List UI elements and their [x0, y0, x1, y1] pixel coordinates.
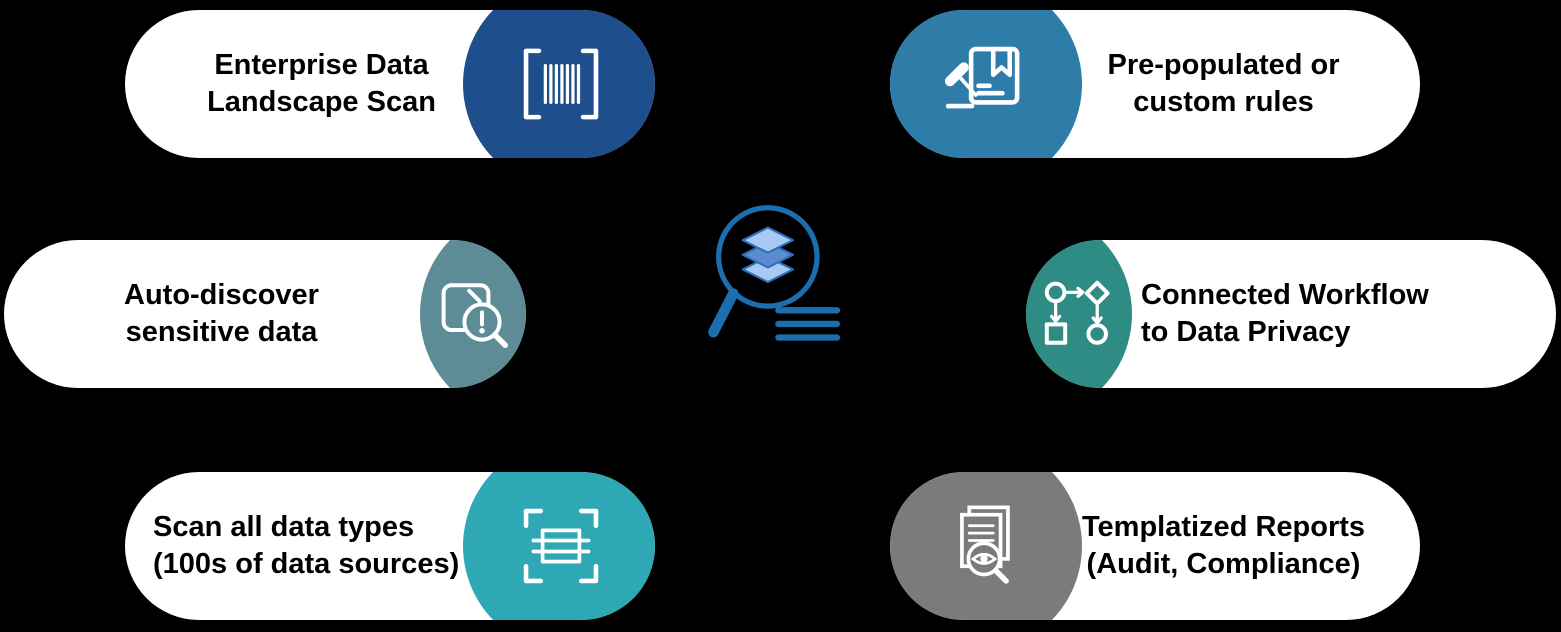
- pill-label-line1: Scan all data types: [153, 511, 415, 543]
- pill-label-line1: Connected Workflow: [1141, 279, 1429, 311]
- pill-accent-circle: [1026, 240, 1132, 388]
- pill-label-line1: Auto-discover: [124, 279, 319, 311]
- scan-frame-icon: [515, 500, 607, 592]
- templatized-report-icon: [938, 500, 1030, 592]
- pill-label-line1: Pre-populated or: [1107, 49, 1340, 81]
- pill-label: Scan all data types (100s of data source…: [125, 472, 655, 620]
- pill-label-line1: Templatized Reports: [1081, 511, 1366, 543]
- pill-label: Templatized Reports (Audit, Compliance): [890, 472, 1420, 620]
- barcode-icon: [515, 38, 607, 130]
- pill-label: Connected Workflow to Data Privacy: [1026, 240, 1556, 388]
- pill-label-line2: (Audit, Compliance): [1086, 548, 1361, 580]
- rules-book-icon: [938, 38, 1030, 130]
- pill-accent-circle: [463, 472, 655, 620]
- pill-label-line2: (100s of data sources): [153, 548, 460, 580]
- pill-enterprise-data-landscape-scan: Enterprise Data Landscape Scan: [125, 10, 655, 158]
- pill-scan-all-data-types: Scan all data types (100s of data source…: [125, 472, 655, 620]
- pill-templatized-reports: Templatized Reports (Audit, Compliance): [890, 472, 1420, 620]
- pill-label-line2: to Data Privacy: [1141, 316, 1351, 348]
- pill-accent-circle: [463, 10, 655, 158]
- pill-pre-populated-custom-rules: Pre-populated or custom rules: [890, 10, 1420, 158]
- pill-label-line2: Landscape Scan: [207, 86, 436, 118]
- connected-workflow-icon: [1038, 274, 1118, 354]
- pill-label-line2: custom rules: [1133, 86, 1314, 118]
- pill-auto-discover-sensitive-data: Auto-discover sensitive data: [4, 240, 526, 388]
- pill-label-line1: Enterprise Data: [214, 49, 429, 81]
- pill-label: Auto-discover sensitive data: [4, 240, 526, 388]
- pill-connected-workflow-data-privacy: Connected Workflow to Data Privacy: [1026, 240, 1556, 388]
- pill-label: Pre-populated or custom rules: [890, 10, 1420, 158]
- magnifier-layers-icon: [682, 192, 860, 370]
- discover-sensitive-data-icon: [434, 274, 514, 354]
- pill-label-line2: sensitive data: [125, 316, 318, 348]
- pill-label: Enterprise Data Landscape Scan: [125, 10, 655, 158]
